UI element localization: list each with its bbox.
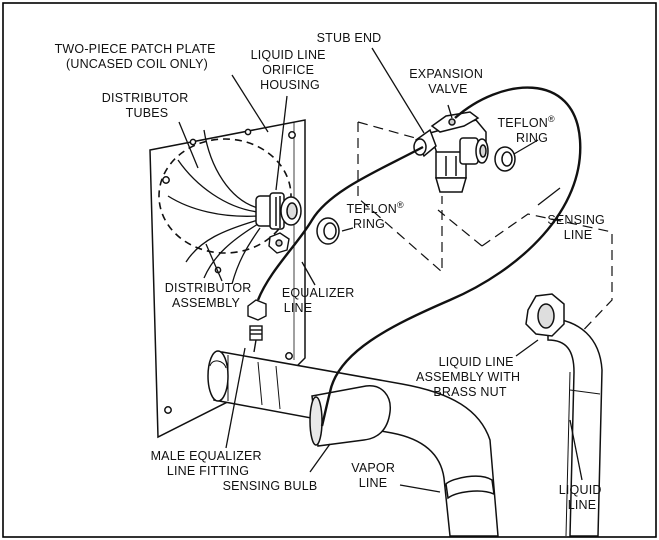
- brass-nut-part: [525, 293, 565, 337]
- label-distributor-assembly: DISTRIBUTOR ASSEMBLY: [165, 281, 255, 310]
- equalizer-line-tube: [256, 145, 424, 301]
- expansion-valve-body: [413, 111, 489, 193]
- sensing-bulb-part: [309, 385, 391, 447]
- label-distributor-tubes: DISTRIBUTOR TUBES: [102, 91, 192, 120]
- label-teflon-ring-right: TEFLON® RING: [497, 111, 558, 145]
- label-orifice-housing: LIQUID LINE ORIFICE HOUSING: [251, 48, 330, 92]
- label-teflon-ring-left: TEFLON® RING: [346, 197, 407, 231]
- label-male-equalizer: MALE EQUALIZER LINE FITTING: [151, 449, 266, 478]
- teflon-ring-right-part: [494, 146, 516, 172]
- vapor-line-joint: [445, 475, 495, 500]
- teflon-ring-left-part: [316, 217, 340, 245]
- label-equalizer-line: EQUALIZER LINE: [282, 286, 358, 315]
- label-liquid-line-assembly: LIQUID LINE ASSEMBLY WITH BRASS NUT: [416, 355, 524, 399]
- label-sensing-line: SENSING LINE: [547, 213, 608, 242]
- coil-outline-dashed: [158, 138, 292, 254]
- label-patch-plate: TWO-PIECE PATCH PLATE (UNCASED COIL ONLY…: [55, 42, 220, 71]
- label-expansion-valve: EXPANSION VALVE: [409, 67, 487, 96]
- male-equalizer-fitting-part: [247, 299, 267, 353]
- dashed-mounting-planes: [357, 121, 613, 341]
- label-vapor-line: VAPOR LINE: [351, 461, 399, 490]
- leader-lines: [178, 47, 583, 493]
- label-liquid-line: LIQUID LINE: [559, 483, 606, 512]
- small-nut: [268, 232, 290, 254]
- liquid-line-pipe: [547, 317, 603, 537]
- label-sensing-bulb: SENSING BULB: [223, 479, 318, 493]
- orifice-housing: [255, 192, 302, 230]
- label-stub-end: STUB END: [317, 31, 382, 45]
- distributor-tubes: [167, 129, 261, 285]
- sensing-line-tube: [320, 86, 582, 427]
- vapor-line-pipe: [207, 350, 499, 537]
